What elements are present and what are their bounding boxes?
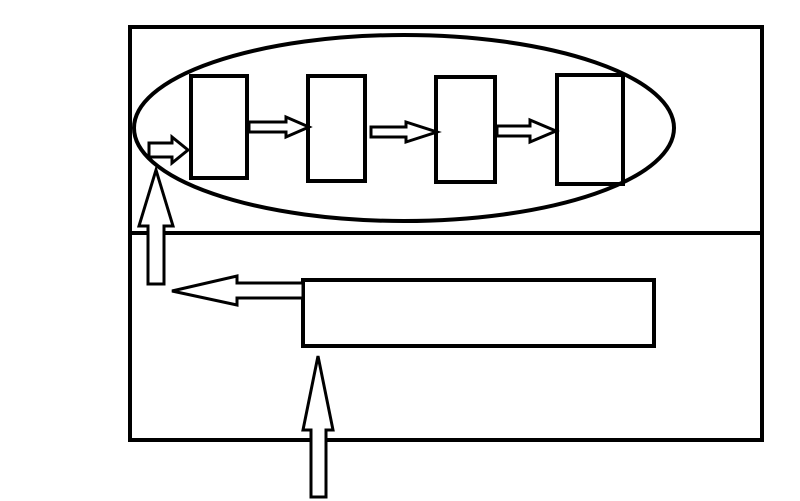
wide-box xyxy=(301,278,656,348)
pipeline-box-4 xyxy=(555,73,625,186)
arrow-into-box1 xyxy=(147,133,191,167)
arrow-box1-to-box2 xyxy=(247,114,313,140)
pipeline-group-ellipse xyxy=(132,33,676,223)
arrow-box3-to-box4 xyxy=(495,117,560,145)
pipeline-box-2 xyxy=(306,74,367,183)
external-input-arrow xyxy=(301,355,335,499)
pipeline-box-3 xyxy=(434,75,497,184)
arrow-box2-to-box3 xyxy=(369,119,442,145)
left-vertical-arrow xyxy=(136,164,176,286)
arrow-wide-box-to-left xyxy=(171,274,305,307)
pipeline-box-1 xyxy=(189,74,249,180)
